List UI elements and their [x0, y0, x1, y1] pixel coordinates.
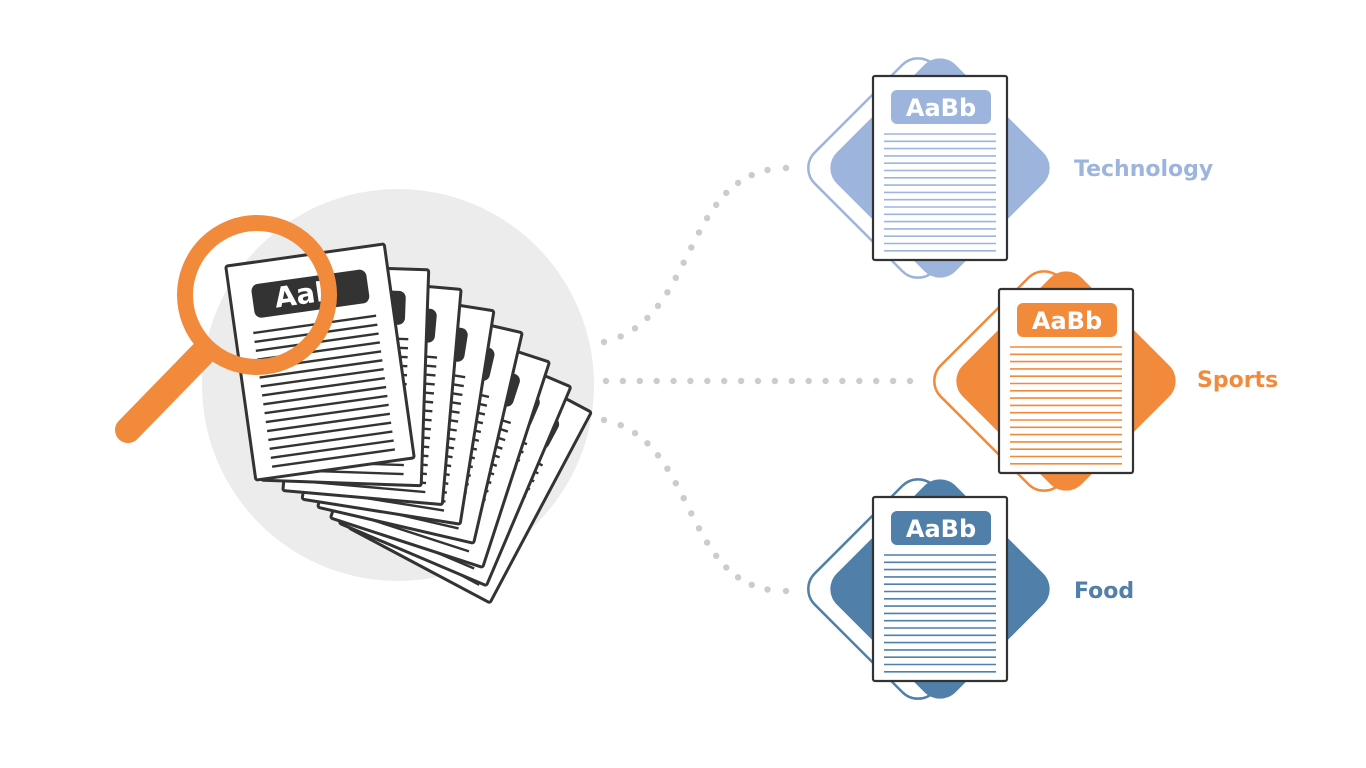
connector-dot: [636, 377, 643, 385]
connector-dot: [782, 164, 790, 172]
connector-dot: [644, 314, 651, 322]
connector-dot: [631, 325, 639, 332]
connector-dot: [748, 171, 755, 179]
connector-dot: [680, 259, 687, 266]
category-document: AaBb: [871, 495, 1009, 683]
connector-dot: [754, 377, 762, 385]
connector-dot: [856, 377, 863, 385]
connector-dot: [680, 495, 687, 502]
connector-dot: [672, 274, 679, 281]
connector-dot: [664, 289, 671, 296]
category-document: AaBb: [871, 74, 1009, 262]
connector-dot: [703, 214, 711, 222]
stacked-document: AaB: [224, 242, 416, 482]
connector-dot: [654, 452, 662, 459]
connector-dot: [723, 189, 730, 197]
connector-dot: [644, 440, 651, 447]
category-food: AaBb: [807, 478, 1050, 700]
document-stack: AaB: [224, 242, 593, 604]
connector-dot: [703, 539, 711, 546]
connector-dot: [617, 333, 624, 340]
connector-dot: [687, 377, 694, 385]
connector-dot: [734, 179, 742, 187]
connector-dot: [721, 377, 728, 385]
connector-dot: [713, 552, 720, 559]
category-sample-text: AaBb: [906, 94, 976, 122]
connector-dot: [654, 302, 662, 309]
category-sample-text: AaBb: [1032, 307, 1102, 335]
magnifier-icon: [115, 215, 337, 443]
connector-dot: [764, 586, 771, 593]
connector-dot: [839, 377, 846, 385]
connector-dot: [764, 166, 771, 174]
connector-dot: [695, 229, 703, 236]
connector-dot: [704, 377, 711, 385]
category-sample-text: AaBb: [906, 515, 976, 543]
category-technology: AaBb: [807, 57, 1050, 279]
connector-dot: [631, 429, 639, 437]
connector-dot: [600, 338, 608, 346]
connector-dot: [873, 377, 880, 385]
connector-dot: [805, 377, 812, 385]
connector-dot: [619, 377, 627, 385]
connector-dot: [688, 510, 695, 517]
connector-dot: [889, 377, 897, 385]
connector-dot: [600, 416, 608, 424]
connector-dot: [822, 377, 829, 385]
connector-dot: [670, 377, 677, 385]
connector-dot: [664, 465, 671, 472]
category-sports: AaBb: [933, 270, 1176, 492]
connector-dot: [688, 244, 695, 251]
connector-dot: [672, 480, 679, 487]
connector-dot: [617, 422, 624, 429]
category-label-food: Food: [1074, 579, 1134, 604]
connector-dot: [723, 564, 730, 571]
connector-dot: [737, 377, 745, 385]
category-label-technology: Technology: [1074, 157, 1213, 182]
category-label-sports: Sports: [1197, 368, 1278, 393]
connector-dot: [771, 377, 779, 385]
connector-dot: [653, 377, 660, 385]
connector-dot: [906, 377, 914, 385]
connector-dot: [713, 201, 720, 208]
connector-dot: [748, 581, 755, 588]
connector-dot: [782, 587, 790, 595]
connector-dot: [602, 377, 610, 385]
connector-dot: [695, 525, 703, 532]
dotted-connectors: [600, 164, 914, 595]
category-document: AaBb: [997, 287, 1135, 475]
connector-dot: [734, 574, 742, 581]
connector-dot: [788, 377, 795, 385]
